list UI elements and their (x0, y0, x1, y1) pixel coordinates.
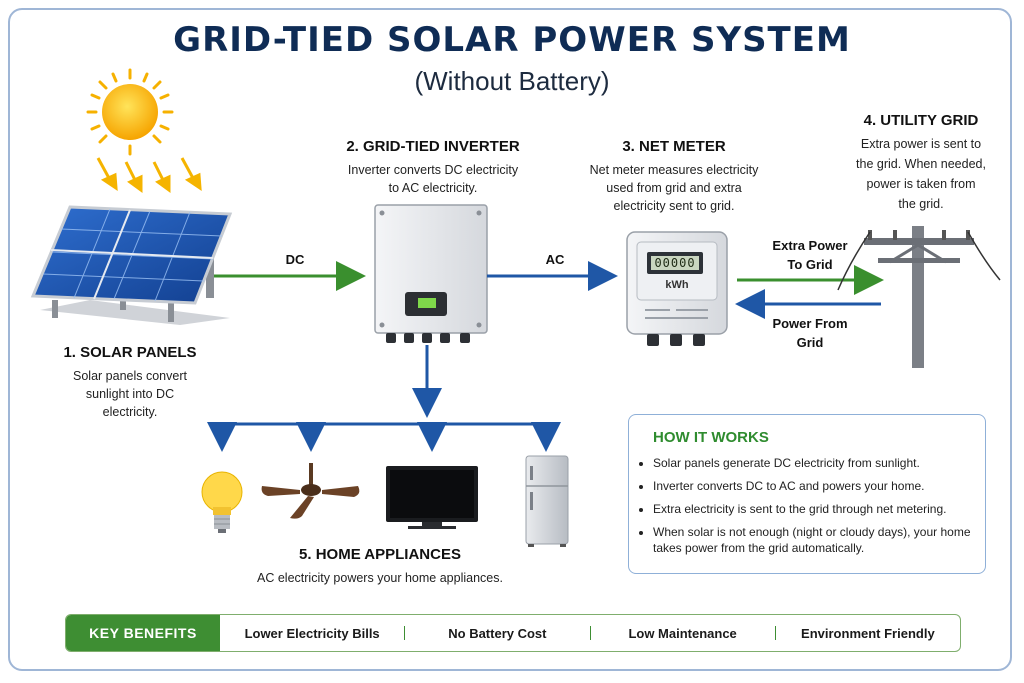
ceiling-fan-icon (261, 463, 360, 519)
benefit-separator (404, 626, 406, 640)
utility-grid-label: 4. UTILITY GRID Extra power is sent to t… (836, 112, 1006, 214)
net-meter-heading: 3. NET METER (622, 138, 726, 155)
inverter-desc-line: Inverter converts DC electricity (347, 163, 519, 177)
home-appliances-desc-line: AC electricity powers your home applianc… (257, 571, 503, 585)
list-item: Inverter converts DC to AC and powers yo… (653, 478, 983, 494)
utility-grid-desc-line: power is taken from (866, 177, 976, 191)
dc-label: DC (285, 252, 305, 267)
television-icon (386, 466, 478, 529)
solar-panels-label: 1. SOLAR PANELS Solar panels convert sun… (40, 344, 220, 421)
benefit-separator (589, 626, 591, 640)
how-it-works-panel: HOW IT WORKS Solar panels generate DC el… (628, 414, 986, 574)
inverter-desc-line: to AC electricity. (388, 181, 478, 195)
key-benefits-label: KEY BENEFITS (66, 615, 220, 651)
utility-grid-desc-line: Extra power is sent to (860, 137, 982, 151)
list-item: Solar panels generate DC electricity fro… (653, 455, 983, 471)
solar-panels-desc-line: electricity. (102, 405, 158, 419)
from-grid-label: Power From Grid (772, 316, 848, 350)
list-item: Extra electricity is sent to the grid th… (653, 501, 983, 517)
list-item: When solar is not enough (night or cloud… (653, 524, 983, 556)
benefit-separator (774, 626, 776, 640)
how-it-works-title: HOW IT WORKS (653, 429, 769, 446)
home-appliances-heading: 5. HOME APPLIANCES (299, 546, 461, 563)
solar-panel-icon (30, 205, 233, 325)
solar-panels-desc-line: sunlight into DC (85, 387, 175, 401)
sun-icon (86, 68, 174, 156)
net-meter-label: 3. NET METER Net meter measures electric… (574, 138, 774, 215)
to-grid-label: Extra Power To Grid (772, 238, 848, 272)
utility-grid-desc-line: the grid. When needed, (856, 157, 986, 171)
net-meter-desc-line: Net meter measures electricity (589, 163, 759, 177)
meter-reading: 00000 (654, 256, 696, 270)
net-meter-desc-line: used from grid and extra (606, 181, 742, 195)
page-subtitle: (Without Battery) (414, 66, 610, 96)
benefit-item: Environment Friendly (801, 625, 935, 641)
utility-pole-icon (837, 226, 1001, 368)
key-benefits-bar: KEY BENEFITS Lower Electricity Bills No … (65, 614, 961, 652)
inverter-icon (374, 204, 488, 343)
ac-label: AC (545, 252, 565, 267)
sunlight-rays-icon (96, 157, 202, 193)
page-title: GRID-TIED SOLAR POWER SYSTEM (173, 20, 851, 60)
appliance-distribution-lines (222, 345, 546, 426)
meter-unit: kWh (665, 279, 689, 291)
benefit-item: No Battery Cost (448, 625, 547, 641)
refrigerator-icon (525, 455, 569, 547)
benefit-item: Low Maintenance (628, 625, 737, 641)
net-meter-desc-line: electricity sent to grid. (613, 199, 735, 213)
solar-panels-heading: 1. SOLAR PANELS (63, 344, 197, 361)
how-it-works-list: Solar panels generate DC electricity fro… (639, 455, 983, 563)
solar-panels-desc-line: Solar panels convert (73, 369, 187, 383)
inverter-heading: 2. GRID-TIED INVERTER (346, 138, 520, 155)
net-meter-icon (626, 231, 728, 346)
light-bulb-icon (201, 471, 243, 533)
utility-grid-desc-line: the grid. (898, 197, 944, 211)
benefit-item: Lower Electricity Bills (244, 625, 380, 641)
home-appliances-label: 5. HOME APPLIANCES AC electricity powers… (220, 546, 540, 587)
utility-grid-heading: 4. UTILITY GRID (863, 112, 979, 129)
inverter-label: 2. GRID-TIED INVERTER Inverter converts … (320, 138, 546, 197)
